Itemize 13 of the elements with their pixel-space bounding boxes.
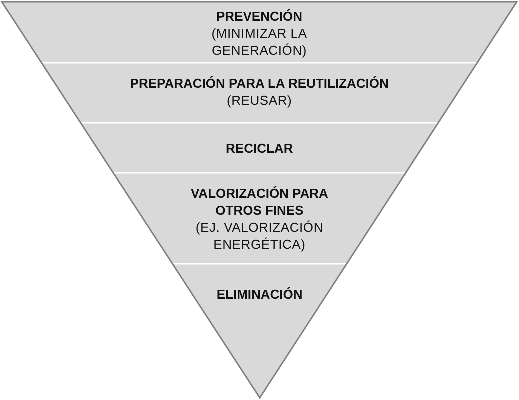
tier-title: RECICLAR xyxy=(226,140,294,157)
pyramid-tier xyxy=(2,2,517,63)
pyramid-tier xyxy=(80,123,438,173)
tier-description: (REUSAR) xyxy=(226,92,292,109)
tier-title: ELIMINACIÓN xyxy=(216,286,303,303)
tier-description: (MINIMIZAR LA GENERACIÓN) xyxy=(210,25,308,59)
tier-title: PREVENCIÓN xyxy=(216,8,302,25)
pyramid-tier xyxy=(42,63,478,123)
tier-title: VALORIZACIÓN PARA OTROS FINES xyxy=(190,185,330,219)
pyramid-tier xyxy=(172,264,347,398)
pyramid-tier xyxy=(113,173,406,264)
tier-title: PREPARACIÓN PARA LA REUTILIZACIÓN xyxy=(130,75,389,92)
tier-description: (EJ. VALORIZACIÓN ENERGÉTICA) xyxy=(194,219,325,253)
